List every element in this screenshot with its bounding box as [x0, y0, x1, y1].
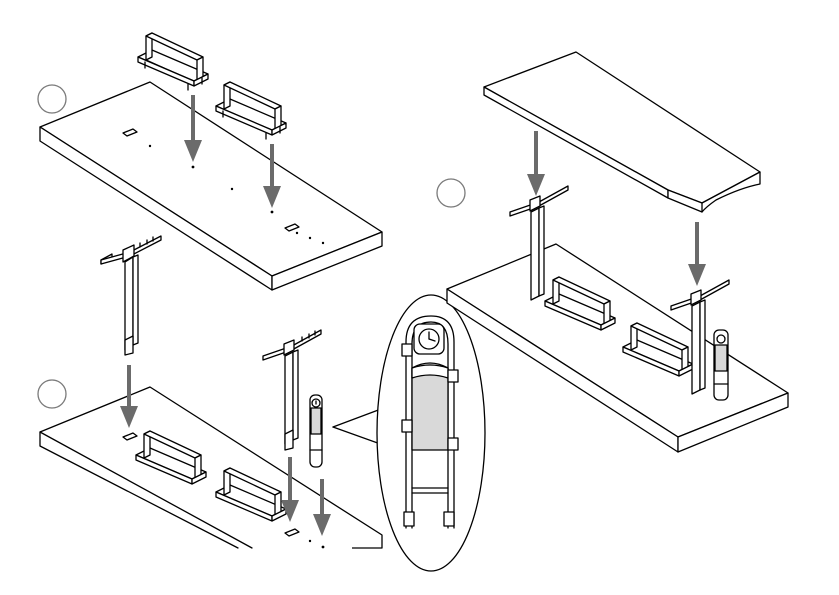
pole-icon: [101, 236, 161, 355]
platform-2: [40, 387, 382, 548]
step-3: [437, 52, 788, 452]
down-arrow-icon: [688, 222, 706, 286]
platform-1: [40, 82, 382, 290]
step-1: [38, 33, 382, 290]
step-2-marker: [38, 380, 66, 408]
step-2: [38, 236, 485, 571]
detail-callout: [377, 295, 485, 571]
down-arrow-icon: [527, 131, 545, 196]
platform-3: [447, 244, 788, 452]
roof-icon: [484, 52, 760, 212]
step-1-marker: [38, 85, 66, 113]
bench-icon: [216, 82, 286, 139]
clock-sign-icon: [714, 330, 728, 400]
bench-icon: [138, 33, 208, 90]
step-3-marker: [437, 179, 465, 207]
clock-sign-icon: [310, 395, 322, 467]
callout-line: [333, 409, 381, 427]
